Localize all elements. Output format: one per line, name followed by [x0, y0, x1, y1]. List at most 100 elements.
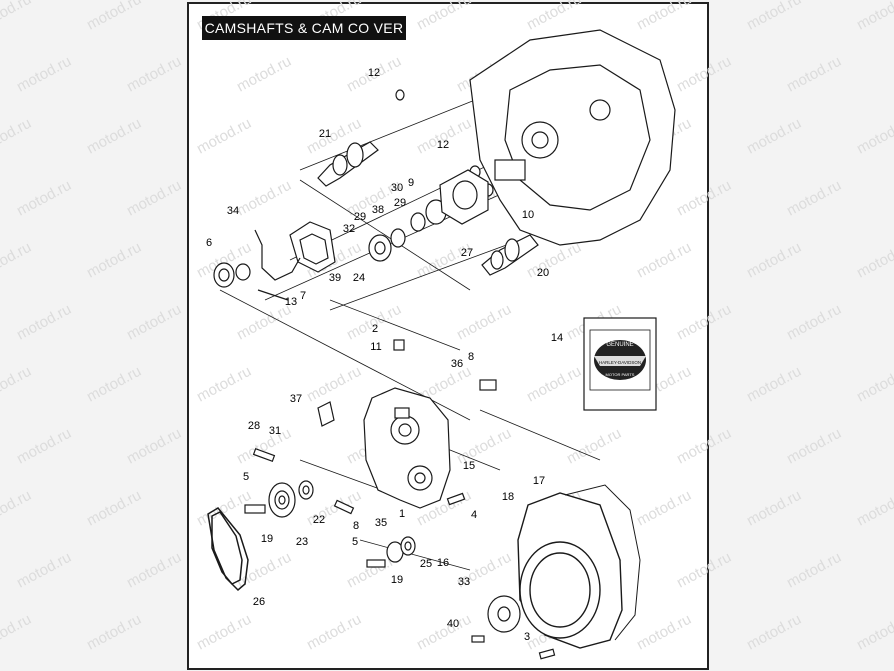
part-label-19: 19	[261, 533, 273, 545]
watermark-text: motod.ru	[854, 611, 894, 654]
part-number-labels: 1234556788910111212131415161718191920212…	[206, 67, 563, 643]
watermark-text: motod.ru	[854, 487, 894, 530]
part-label-21: 21	[319, 128, 331, 140]
part-label-37: 37	[290, 393, 302, 405]
part-label-12: 12	[437, 139, 449, 151]
watermark-text: motod.ru	[674, 549, 734, 592]
part-label-7: 7	[300, 290, 306, 302]
part-label-16: 16	[437, 557, 449, 569]
tensioner-arm	[254, 229, 301, 301]
watermark-text: motod.ru	[744, 487, 804, 530]
watermark-text: motod.ru	[674, 177, 734, 220]
genuine-parts-badge: GENUINE HARLEY-DAVIDSON MOTOR PARTS	[583, 317, 657, 411]
watermark-text: motod.ru	[304, 611, 364, 654]
part-label-8: 8	[468, 351, 474, 363]
part-label-5: 5	[352, 536, 358, 548]
watermark-text: motod.ru	[14, 549, 74, 592]
watermark-text: motod.ru	[784, 177, 844, 220]
watermark-text: motod.ru	[84, 611, 144, 654]
watermark-text: motod.ru	[84, 115, 144, 158]
bracket-37	[317, 401, 335, 427]
part-label-27: 27	[461, 247, 473, 259]
watermark-text: motod.ru	[414, 0, 474, 34]
watermark-text: motod.ru	[194, 363, 254, 406]
camshaft-21	[317, 141, 379, 187]
watermark-text: motod.ru	[524, 0, 584, 34]
part-label-18: 18	[502, 491, 514, 503]
watermark-text: motod.ru	[854, 239, 894, 282]
watermark-text: motod.ru	[414, 611, 474, 654]
badge-bottom-text: MOTOR PARTS	[606, 372, 635, 377]
watermark-text: motod.ru	[634, 611, 694, 654]
part-label-15: 15	[463, 460, 475, 472]
watermark-text: motod.ru	[634, 487, 694, 530]
part-label-29: 29	[394, 197, 406, 209]
watermark-text: motod.ru	[194, 115, 254, 158]
watermark-text: motod.ru	[0, 239, 34, 282]
watermark-text: motod.ru	[854, 115, 894, 158]
watermark-text: motod.ru	[124, 549, 184, 592]
watermark-text: motod.ru	[744, 363, 804, 406]
watermark-text: motod.ru	[84, 487, 144, 530]
part-label-3: 3	[524, 631, 530, 643]
watermark-text: motod.ru	[304, 363, 364, 406]
sprocket-16	[386, 536, 416, 563]
part-label-28: 28	[248, 420, 260, 432]
cam-support-plate	[363, 387, 451, 509]
part-label-30: 30	[391, 182, 403, 194]
gasket-17	[564, 484, 641, 641]
watermark-text: motod.ru	[0, 363, 34, 406]
part-label-11: 11	[370, 341, 381, 353]
watermark-text: motod.ru	[784, 425, 844, 468]
part-label-5: 5	[243, 471, 249, 483]
watermark-text: motod.ru	[14, 53, 74, 96]
watermark-text: motod.ru	[124, 301, 184, 344]
watermark-text: motod.ru	[784, 53, 844, 96]
watermark-text: motod.ru	[674, 425, 734, 468]
watermark-text: motod.ru	[124, 425, 184, 468]
part-label-29: 29	[354, 211, 366, 223]
watermark-text: motod.ru	[454, 301, 514, 344]
part-label-39: 39	[329, 272, 341, 284]
part-label-26: 26	[253, 596, 265, 608]
drive-plate-33	[487, 595, 521, 633]
drive-chain-26	[207, 507, 249, 592]
part-label-34: 34	[227, 205, 239, 217]
part-label-24: 24	[353, 272, 365, 284]
part-label-8: 8	[353, 520, 359, 532]
watermark-text: motod.ru	[744, 239, 804, 282]
watermark-text: motod.ru	[634, 239, 694, 282]
part-label-31: 31	[269, 425, 281, 437]
part-label-4: 4	[471, 509, 477, 521]
watermark-text: motod.ru	[0, 0, 34, 34]
watermark-text: motod.ru	[234, 177, 294, 220]
watermark-text: motod.ru	[234, 425, 294, 468]
watermark-text: motod.ru	[14, 301, 74, 344]
part-label-9: 9	[408, 177, 414, 189]
watermark-text: motod.ru	[854, 0, 894, 34]
watermark-text: motod.ru	[674, 301, 734, 344]
part-label-2: 2	[372, 323, 378, 335]
watermark-text: motod.ru	[524, 363, 584, 406]
camshaft-20	[481, 234, 539, 276]
watermark-text: motod.ru	[234, 53, 294, 96]
part-label-12: 12	[368, 67, 380, 79]
chain-plate-39	[289, 221, 336, 273]
part-label-35: 35	[375, 517, 387, 529]
part-label-20: 20	[537, 267, 549, 279]
part-label-23: 23	[296, 536, 308, 548]
cam-cover-18	[517, 492, 623, 649]
part-label-32: 32	[343, 223, 355, 235]
part-label-38: 38	[372, 204, 384, 216]
badge-top-text: GENUINE	[606, 342, 633, 348]
watermark-text: motod.ru	[0, 611, 34, 654]
crankcase	[469, 29, 676, 246]
part-label-10: 10	[522, 209, 534, 221]
watermark-text: motod.ru	[0, 115, 34, 158]
sprocket-23	[268, 482, 296, 518]
watermark-text: motod.ru	[744, 0, 804, 34]
part-label-33: 33	[458, 576, 470, 588]
part-label-1: 1	[399, 508, 405, 520]
